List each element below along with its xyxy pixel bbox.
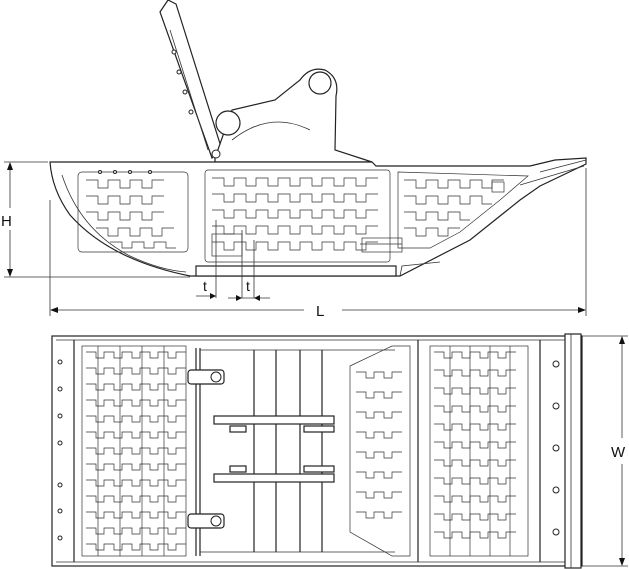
hitch-plate xyxy=(159,0,223,159)
top-sieve-panel-middle xyxy=(349,340,419,562)
side-sieve-panel-1 xyxy=(77,170,189,253)
side-sieve-panel-3 xyxy=(397,171,529,249)
side-view: H t t L xyxy=(0,0,587,320)
length-label: L xyxy=(316,303,324,320)
width-label: W xyxy=(611,444,626,461)
side-sieve-panel-2 xyxy=(204,169,403,263)
top-sieve-panel-right xyxy=(429,345,529,557)
top-sieve-panel-left xyxy=(81,345,187,557)
top-view: W xyxy=(51,333,628,569)
mounting-bracket xyxy=(211,68,373,163)
thickness-dimensions: t t xyxy=(196,220,270,301)
width-dimension: W xyxy=(582,335,628,567)
left-bolt-column xyxy=(57,359,63,541)
thickness-label-left: t xyxy=(203,278,207,294)
height-label: H xyxy=(1,213,12,230)
top-center-frame xyxy=(187,348,395,556)
thickness-label-right: t xyxy=(246,278,250,294)
height-dimension: H xyxy=(0,161,190,278)
right-bolt-column xyxy=(552,360,560,536)
top-outline xyxy=(51,333,583,569)
length-dimension: L xyxy=(49,168,587,320)
bucket-side-outline xyxy=(49,157,587,277)
